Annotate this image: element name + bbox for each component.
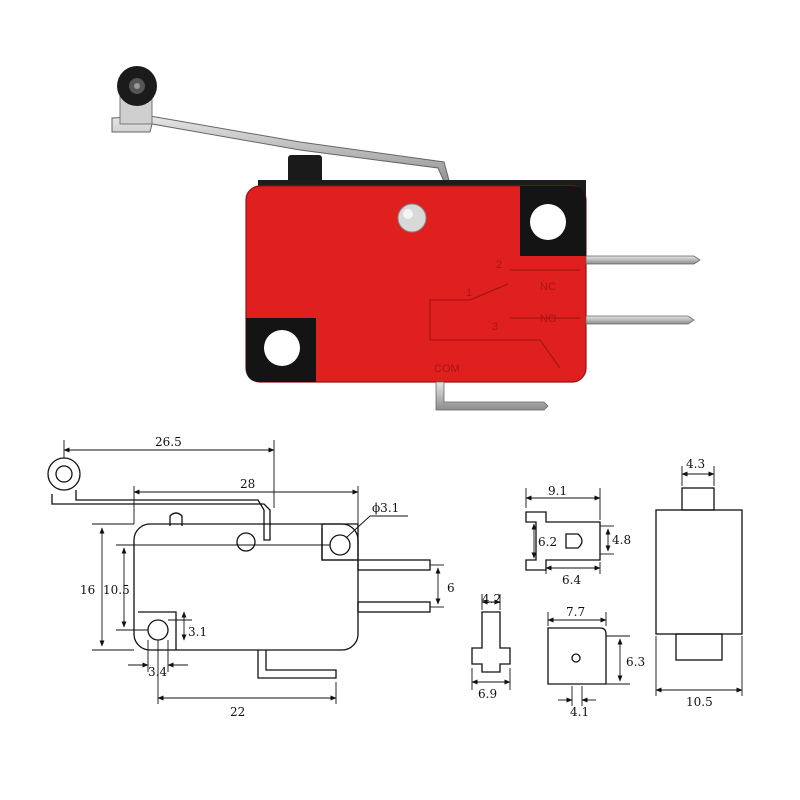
dim-hole-diameter: ϕ3.1 xyxy=(372,501,399,515)
terminal-com-label: COM xyxy=(434,363,460,375)
dim-front-width: 7.7 xyxy=(566,605,585,619)
dim-front-height: 6.3 xyxy=(626,655,645,669)
embossed-schematic xyxy=(429,269,580,369)
dim-overall-length: 28 xyxy=(240,477,255,491)
dim-small-top-width: 4.2 xyxy=(482,592,501,606)
terminal-side-view: 9.1 6.2 4.8 6.4 xyxy=(525,484,631,587)
dim-terminal-width: 6.4 xyxy=(562,573,581,587)
hole-bottom-outline xyxy=(147,619,169,641)
terminal-pins xyxy=(435,255,701,411)
terminal-small-view: 4.2 6.9 xyxy=(471,592,511,701)
terminal-no-number: 3 xyxy=(492,321,498,333)
terminal-front-view: 7.7 6.3 4.1 xyxy=(547,605,645,719)
dim-height-overall: 16 xyxy=(80,583,95,597)
dim-side-top-width: 4.3 xyxy=(686,457,705,471)
mount-hole-bottom xyxy=(264,330,300,366)
terminal-nc-label: NC xyxy=(540,281,556,293)
dim-side-body-width: 10.5 xyxy=(686,695,713,709)
terminal-no-label: NO xyxy=(540,313,557,325)
dim-lever-length: 26.5 xyxy=(155,435,182,449)
dim-terminal-length: 9.1 xyxy=(548,484,567,498)
dim-terminal-offset: 22 xyxy=(230,705,245,719)
dim-terminal-outer-height: 4.8 xyxy=(612,533,631,547)
dim-hole-offset-y: 3.1 xyxy=(188,625,207,639)
mount-hole-top xyxy=(530,204,566,240)
dim-terminal-inner-height: 6.2 xyxy=(538,535,557,549)
body-outline xyxy=(133,523,359,651)
side-body-outline xyxy=(655,509,743,635)
rivet xyxy=(397,203,427,233)
plunger xyxy=(288,155,322,187)
switch-side-view: 4.3 10.5 xyxy=(655,457,743,709)
dim-front-bottom-width: 4.1 xyxy=(570,705,589,719)
terminal-com-number: 1 xyxy=(466,287,472,299)
lever-roller xyxy=(47,457,81,491)
switch-body xyxy=(245,185,587,383)
lever-arm xyxy=(51,490,271,541)
dim-small-bottom-width: 6.9 xyxy=(478,687,497,701)
hole-top-outline xyxy=(329,534,351,556)
dim-height-holes: 10.5 xyxy=(103,583,130,597)
terminal-nc-number: 2 xyxy=(496,259,502,271)
dim-terminal-pitch: 6 xyxy=(447,581,455,595)
rivet-outline xyxy=(236,532,256,552)
main-dimension-view: 26.5 28 ϕ3.1 16 10.5 6 3.1 3.4 xyxy=(47,435,455,719)
switch-photo: 2 NC 1 3 NO COM xyxy=(111,66,701,411)
roller-lever xyxy=(111,66,451,187)
